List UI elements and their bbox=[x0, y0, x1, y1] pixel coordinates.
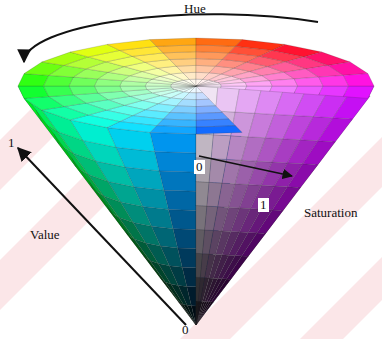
cone-facet bbox=[270, 86, 298, 93]
cone-facet bbox=[18, 86, 49, 98]
axis-value: 1 bbox=[8, 136, 15, 150]
axis-title: Hue bbox=[184, 2, 206, 16]
cone-facet bbox=[328, 62, 368, 75]
cone-facet bbox=[242, 233, 266, 256]
cone-facet bbox=[196, 84, 221, 86]
cone-facet bbox=[221, 86, 247, 90]
cone-facet bbox=[209, 279, 226, 302]
cone-facet bbox=[54, 134, 76, 167]
cone-facet bbox=[155, 152, 197, 173]
cone-facet bbox=[178, 301, 196, 325]
cone-facet bbox=[221, 83, 247, 87]
cone-facet bbox=[36, 110, 59, 144]
cone-facet bbox=[150, 261, 171, 285]
axis-arrows bbox=[18, 14, 318, 325]
axis-value: 1 bbox=[258, 198, 269, 212]
cone-facet bbox=[160, 277, 178, 302]
cone-facet bbox=[159, 171, 196, 191]
cone-facet bbox=[143, 253, 162, 279]
cone-facet bbox=[196, 83, 221, 86]
axis-title: Saturation bbox=[304, 206, 357, 220]
cone-facet bbox=[196, 126, 242, 134]
cone-facet bbox=[272, 187, 300, 211]
cone-facet bbox=[120, 86, 147, 91]
cone-facet bbox=[211, 279, 231, 302]
cone-facet bbox=[164, 190, 196, 210]
cone-facet bbox=[94, 86, 122, 93]
cone-facet bbox=[150, 38, 196, 46]
cone-facet bbox=[196, 86, 203, 93]
cone-facet bbox=[343, 74, 374, 86]
cone-facet bbox=[343, 86, 374, 98]
cone-facet bbox=[270, 79, 298, 86]
cone-facet bbox=[165, 282, 183, 305]
cone-facet bbox=[145, 86, 171, 90]
cone-facet bbox=[183, 79, 196, 86]
axis-value: 0 bbox=[194, 160, 205, 174]
cone-facet bbox=[245, 86, 272, 91]
cone-facet bbox=[178, 80, 196, 86]
cone-facet bbox=[150, 132, 196, 153]
cone-facet bbox=[125, 229, 145, 257]
cone-facet bbox=[196, 93, 209, 100]
cone-facet bbox=[183, 72, 196, 79]
cone-facet bbox=[150, 126, 196, 134]
cone-facet bbox=[245, 81, 272, 86]
axis-title: Value bbox=[30, 228, 60, 242]
cone-facet bbox=[176, 65, 196, 72]
cone-facet bbox=[318, 118, 353, 142]
cone-facet bbox=[196, 301, 214, 325]
cone-facet bbox=[18, 74, 49, 86]
cone-facet bbox=[303, 141, 336, 165]
cone-facet bbox=[196, 86, 221, 88]
axis-value: 0 bbox=[182, 323, 189, 337]
cone-facet bbox=[294, 86, 323, 95]
cone-facet bbox=[257, 210, 283, 234]
cone-facet bbox=[71, 158, 92, 189]
cone-facet bbox=[24, 97, 64, 110]
cone-facet bbox=[107, 206, 127, 235]
cone-facet bbox=[171, 86, 196, 89]
cone-facet bbox=[171, 86, 196, 88]
cone-facet bbox=[196, 106, 222, 114]
cone-facet bbox=[170, 59, 196, 67]
cone-facet bbox=[107, 40, 157, 51]
cone-body bbox=[18, 38, 374, 325]
watermark-stripes bbox=[0, 80, 382, 339]
cone-facet bbox=[196, 302, 213, 325]
cone-facet bbox=[196, 99, 216, 106]
cone-facet bbox=[294, 77, 323, 86]
cone-facet bbox=[69, 86, 98, 95]
cone-facet bbox=[189, 79, 196, 86]
cone-facet bbox=[196, 38, 242, 46]
cone-facet bbox=[227, 256, 249, 279]
cone-facet bbox=[196, 134, 213, 159]
cone-facet bbox=[89, 182, 110, 212]
